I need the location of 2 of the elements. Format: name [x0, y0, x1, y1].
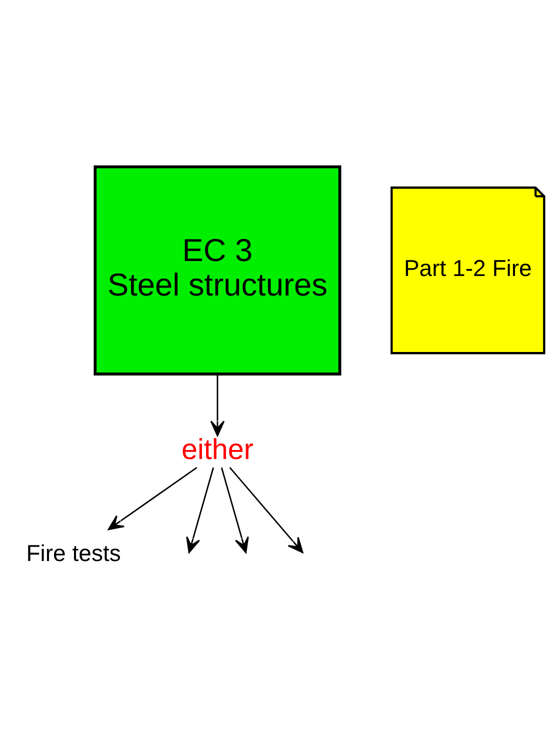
node-text: either: [181, 433, 254, 466]
node-text: Fire tests: [26, 539, 121, 566]
